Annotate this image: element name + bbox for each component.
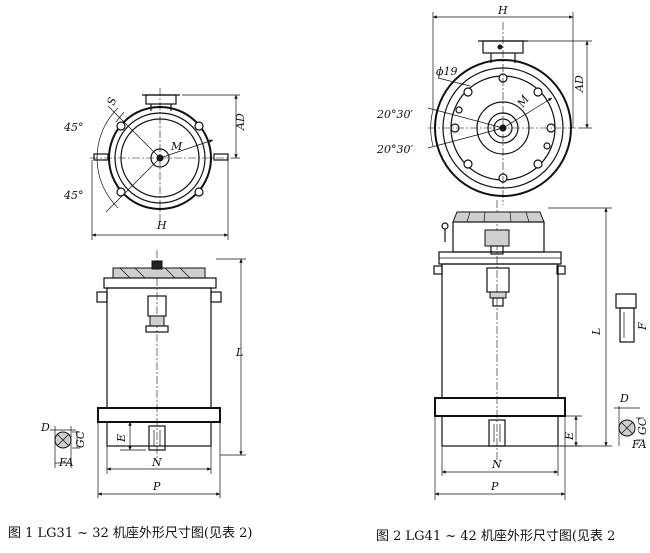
fig1-shaft-section: D GC FA [40,421,87,469]
fig1-label-N: N [151,456,162,469]
fig2-label-N: N [491,458,502,471]
fig1-end-view: H AD M S 45° 45° [63,88,247,240]
fig2-shaft-detail: F [615,293,649,343]
fig1-label-angle-bottom: 45° [63,189,84,202]
fig2-caption: 图 2 LG41 ~ 42 机座外形尺寸图(见表 2 [376,529,615,544]
fig2-side-view: L E N P [433,200,612,500]
fig2-label-phi: ϕ19 [436,65,458,78]
fig1-label-AD: AD [234,113,247,131]
fig1-label-P: P [152,480,161,493]
figure-2: M ϕ19 20°30′ 20°30′ H AD [376,4,649,544]
fig1-label-H: H [156,219,167,232]
fig2-label-L: L [590,328,603,336]
fig1-label-L: L [235,346,243,359]
fig2-shaft-section: D GC FA [614,392,649,451]
fig1-side-view: L E N P [96,250,246,498]
fig2-label-P: P [490,480,499,493]
fig2-label-angle-top: 20°30′ [376,108,413,121]
fig1-label-GC: GC [74,430,87,448]
fig1-label-D: D [40,421,50,434]
fig2-label-FA: FA [631,438,647,451]
fig2-label-F: F [636,322,649,331]
fig2-label-M: M [514,92,532,110]
fig2-end-view: M ϕ19 20°30′ 20°30′ H AD [376,4,592,205]
fig2-label-angle-bottom: 20°30′ [376,143,413,156]
fig2-label-AD: AD [573,75,586,93]
fig2-label-H: H [497,4,508,17]
fig1-label-angle-top: 45° [63,121,84,134]
fig2-label-GC: GC [636,417,649,435]
fig1-label-E: E [115,434,128,443]
fig1-label-M: M [170,140,183,153]
fig2-label-D: D [619,392,629,405]
fig1-caption: 图 1 LG31 ~ 32 机座外形尺寸图(见表 2) [8,526,252,541]
fig1-label-FA: FA [58,456,74,469]
fig2-label-E: E [563,432,576,441]
fig1-label-S: S [105,95,120,107]
figure-1: H AD M S 45° 45° [8,88,252,541]
